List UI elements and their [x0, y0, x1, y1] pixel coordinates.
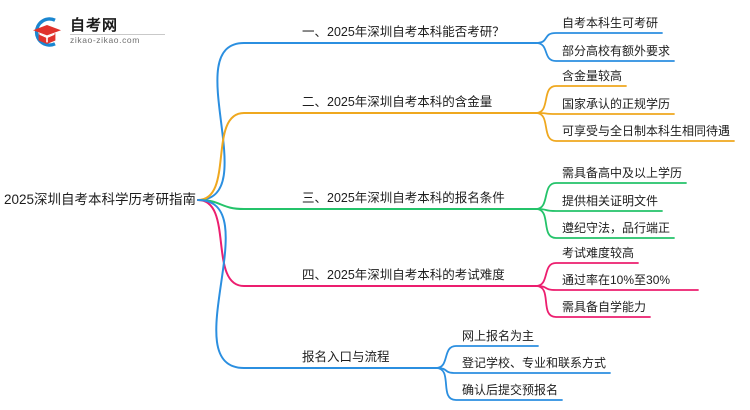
mindmap-branch-node-5[interactable]: 报名入口与流程 [302, 350, 390, 364]
connector-line [197, 199, 429, 369]
mindmap-leaf-node-2-3[interactable]: 可享受与全日制本科生相同待遇 [562, 124, 731, 138]
connector-line [535, 208, 675, 239]
mindmap-branch-node-1[interactable]: 一、2025年深圳自考本科能否考研？ [302, 25, 505, 39]
logo-domain-text: zikao-zikao.com [70, 35, 140, 45]
mindmap-root-node[interactable]: 2025深圳自考本科学历考研指南 [4, 192, 197, 207]
connector-line [535, 262, 639, 287]
mindmap-leaf-node-5-3[interactable]: 确认后提交预报名 [462, 383, 559, 397]
logo-brand-text: 自考网 [70, 17, 119, 34]
site-logo: 自考网 zikao-zikao.com [30, 14, 165, 50]
connector-line [535, 85, 627, 114]
mindmap-leaf-node-5-1[interactable]: 网上报名为主 [462, 329, 535, 343]
mindmap-leaf-node-2-1[interactable]: 含金量较高 [562, 69, 623, 83]
connector-line [535, 285, 651, 318]
connector-line [535, 208, 663, 212]
mindmap-leaf-node-4-1[interactable]: 考试难度较高 [562, 246, 635, 260]
connector-line [535, 42, 675, 62]
connector-line [435, 367, 563, 401]
mindmap-leaf-node-2-2[interactable]: 国家承认的正规学历 [562, 97, 671, 111]
connector-line [197, 42, 535, 201]
connector-line [535, 112, 735, 142]
mindmap-leaf-node-4-3[interactable]: 需具备自学能力 [562, 300, 647, 314]
mindmap-leaf-node-3-1[interactable]: 需具备高中及以上学历 [562, 166, 683, 180]
connector-line [197, 112, 523, 201]
connector-line [197, 199, 528, 287]
mindmap-branch-node-4[interactable]: 四、2025年深圳自考本科的考试难度 [302, 268, 505, 282]
mindmap-leaf-node-1-1[interactable]: 自考本科生可考研 [562, 16, 659, 30]
mindmap-leaf-node-4-2[interactable]: 通过率在10%至30% [562, 273, 671, 287]
mindmap-branch-node-2[interactable]: 二、2025年深圳自考本科的含金量 [302, 95, 493, 109]
logo-divider [70, 34, 165, 35]
mindmap-leaf-node-5-2[interactable]: 登记学校、专业和联系方式 [462, 356, 607, 370]
mindmap-leaf-node-3-3[interactable]: 遵纪守法，品行端正 [562, 221, 671, 235]
mindmap-leaf-node-3-2[interactable]: 提供相关证明文件 [562, 194, 659, 208]
graduation-cap-icon [33, 17, 61, 47]
connector-line [535, 112, 675, 115]
connector-line [535, 32, 663, 44]
connector-line [435, 345, 539, 369]
mindmap-branch-node-3[interactable]: 三、2025年深圳自考本科的报名条件 [302, 191, 505, 205]
connector-line [535, 182, 687, 210]
mindmap-leaf-node-1-2[interactable]: 部分高校有额外要求 [562, 44, 671, 58]
